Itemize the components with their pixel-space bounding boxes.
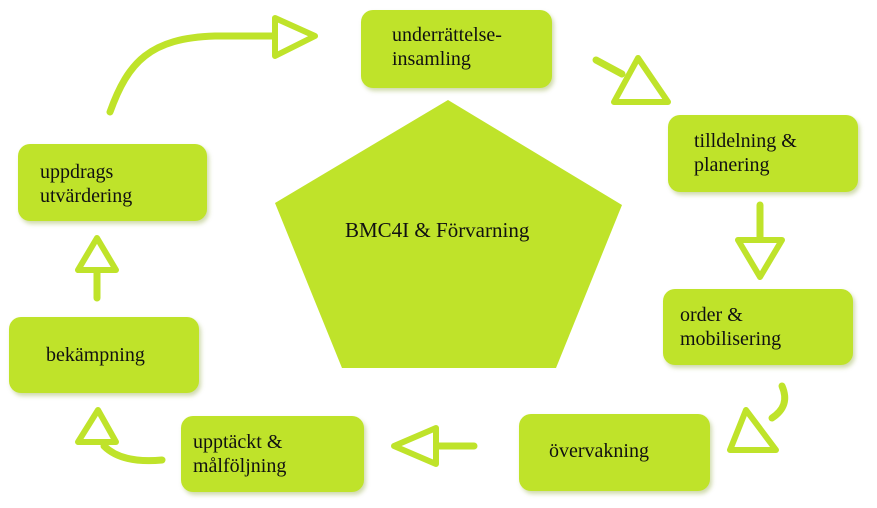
arrow-uppdrags-to-underrattelse-head (272, 15, 318, 59)
center-pentagon (275, 100, 622, 368)
step-uppdrags-line-1: uppdrags (40, 161, 114, 183)
step-uppdrags-line-2: utvärdering (40, 185, 133, 207)
arrow-underrattelse-to-tilldelning-line (592, 56, 626, 78)
arrow-upptackt-to-bekampning-line (100, 442, 166, 465)
step-upptackt-line-1: upptäckt & (193, 431, 283, 453)
step-bekampning-line-1: bekämpning (46, 344, 145, 366)
arrow-order-to-overvakning-head (727, 407, 779, 453)
arrow-bekampning-to-uppdrags-head (75, 235, 119, 273)
center-label: BMC4I & Förvarning (345, 218, 530, 242)
arrow-order-to-overvakning-line (768, 382, 789, 422)
step-order-mobilisering: order & mobilisering (663, 289, 853, 365)
step-tilldelning-line-1: tilldelning & (694, 130, 797, 152)
step-tilldelning-planering: tilldelning & planering (668, 115, 858, 192)
arrow-tilldelning-to-order-head (735, 237, 785, 280)
step-order-line-2: mobilisering (680, 328, 782, 350)
step-upptackt-malfoljning: upptäckt & målföljning (181, 416, 364, 492)
step-tilldelning-line-2: planering (694, 154, 770, 176)
step-underrattelse-insamling: underrättelse- insamling (361, 10, 552, 88)
step-overvakning-line-1: övervakning (549, 440, 649, 462)
step-overvakning: övervakning (519, 414, 710, 491)
step-bekampning: bekämpning (9, 317, 199, 393)
step-underrattelse-line-1: underrättelse- (392, 24, 502, 46)
step-uppdrags-utvardering: uppdrags utvärdering (18, 144, 207, 221)
arrow-overvakning-to-upptackt-head (391, 425, 439, 467)
arrow-uppdrags-to-underrattelse-line (106, 32, 279, 116)
step-order-line-1: order & (680, 304, 743, 326)
arrow-underrattelse-to-tilldelning-head (611, 55, 671, 105)
step-underrattelse-line-2: insamling (392, 48, 471, 70)
step-upptackt-line-2: målföljning (193, 455, 287, 477)
arrow-upptackt-to-bekampning-head (75, 407, 119, 445)
